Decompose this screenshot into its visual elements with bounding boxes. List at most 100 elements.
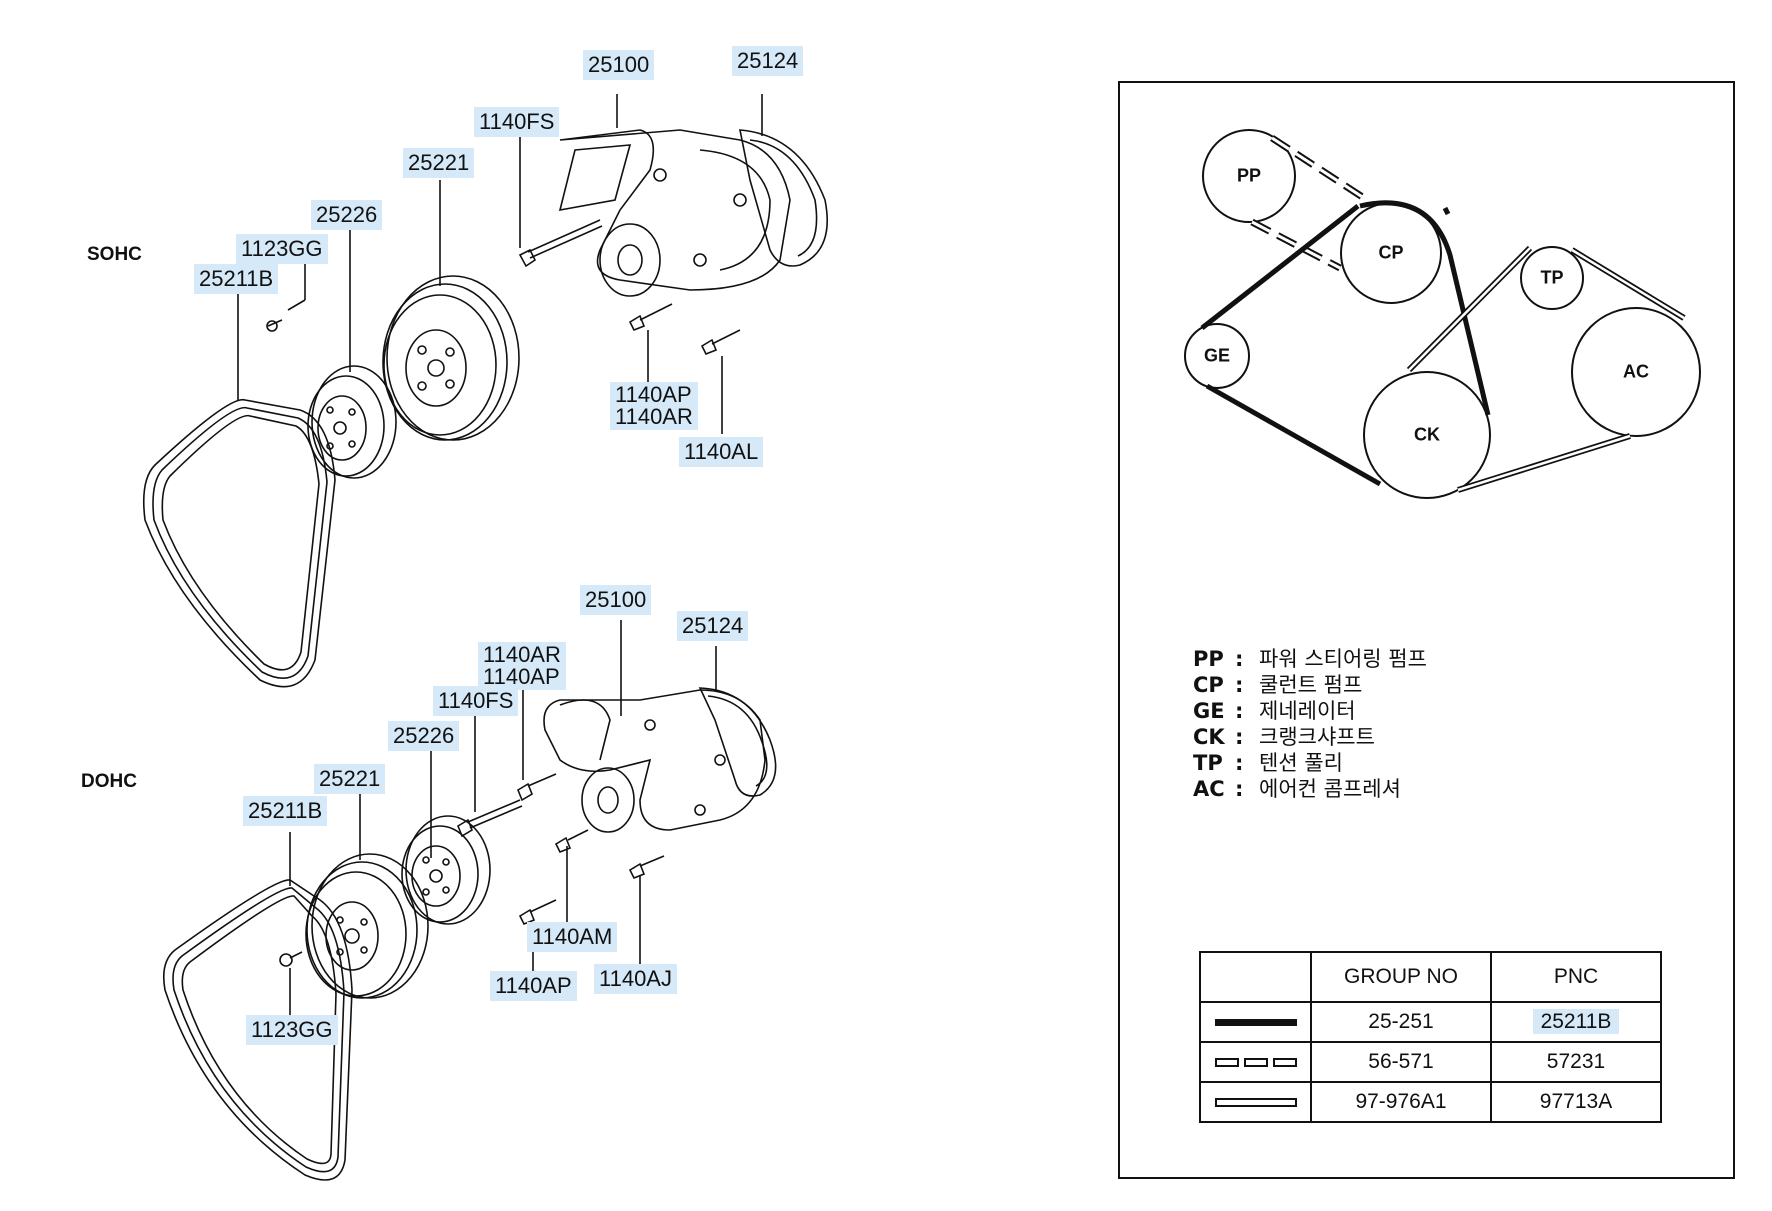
group-no-cell: 56-571 bbox=[1310, 1041, 1492, 1083]
part-label-stack[interactable]: 1140AP 1140AR bbox=[610, 382, 698, 430]
part-label[interactable]: 1140AP bbox=[615, 382, 692, 407]
dohc-long-bolt-1140FS bbox=[457, 799, 523, 838]
dohc-bolts-lower bbox=[518, 829, 665, 926]
part-label[interactable]: 1123GG bbox=[246, 1015, 338, 1045]
abbreviation-name: 크랭크샤프트 bbox=[1259, 725, 1375, 749]
dohc-gasket bbox=[698, 687, 777, 797]
line-symbol-cell bbox=[1199, 1041, 1312, 1083]
sohc-long-bolt-1140FS bbox=[518, 219, 603, 268]
part-label[interactable]: 1140AR bbox=[483, 642, 561, 667]
abbreviation-list: PP : 파워 스티어링 펌프 CP : 쿨런트 펌프 GE : 제네레이터 C… bbox=[1193, 646, 1427, 802]
part-label[interactable]: 1140AJ bbox=[594, 964, 677, 994]
part-label[interactable]: 25226 bbox=[311, 200, 383, 230]
part-label[interactable]: 25226 bbox=[388, 721, 460, 751]
table-header-row: GROUP NO PNC bbox=[1199, 951, 1662, 1003]
pulley-label-ge: GE bbox=[1203, 345, 1231, 366]
sohc-small-pulley bbox=[307, 365, 397, 479]
part-label[interactable]: 25100 bbox=[583, 50, 655, 80]
pnc-cell[interactable]: 25211B bbox=[1490, 1001, 1662, 1043]
table-header bbox=[1199, 951, 1312, 1003]
abbreviation-name: 쿨런트 펌프 bbox=[1259, 673, 1363, 697]
sohc-bolt-1123GG bbox=[266, 319, 283, 332]
section-title-sohc: SOHC bbox=[87, 244, 142, 265]
part-label[interactable]: 1140AP bbox=[483, 664, 560, 689]
dohc-small-pulley bbox=[401, 815, 491, 925]
dohc-water-pump bbox=[543, 689, 766, 833]
abbreviation-name: 에어컨 콤프레셔 bbox=[1259, 777, 1401, 801]
abbreviation-code: PP bbox=[1193, 647, 1224, 671]
abbreviation-separator: : bbox=[1235, 647, 1244, 671]
pulley-label-tp: TP bbox=[1540, 267, 1564, 288]
abbreviation-code: GE bbox=[1193, 699, 1225, 723]
abbreviation-code: CP bbox=[1193, 673, 1224, 697]
abbreviation-code: CK bbox=[1193, 725, 1225, 749]
table-header: GROUP NO bbox=[1310, 951, 1492, 1003]
part-label[interactable]: 25124 bbox=[732, 46, 804, 76]
part-label-stack[interactable]: 1140AR 1140AP bbox=[478, 642, 566, 690]
abbreviation-row: CP : 쿨런트 펌프 bbox=[1193, 672, 1427, 698]
group-no-cell: 25-251 bbox=[1310, 1001, 1492, 1043]
abbreviation-name: 제네레이터 bbox=[1259, 699, 1356, 723]
table-row: 56-571 57231 bbox=[1199, 1041, 1662, 1083]
abbreviation-separator: : bbox=[1235, 673, 1244, 697]
part-label[interactable]: 25221 bbox=[314, 764, 386, 794]
group-no-cell: 97-976A1 bbox=[1310, 1081, 1492, 1123]
part-label[interactable]: 1140AR bbox=[615, 404, 693, 429]
part-label[interactable]: 1140FS bbox=[433, 686, 519, 716]
abbreviation-code: AC bbox=[1193, 777, 1225, 801]
abbreviation-name: 파워 스티어링 펌프 bbox=[1259, 647, 1427, 671]
line-symbol-cell bbox=[1199, 1001, 1312, 1043]
abbreviation-row: PP : 파워 스티어링 펌프 bbox=[1193, 646, 1427, 672]
dohc-large-pulley bbox=[305, 853, 429, 999]
abbreviation-code: TP bbox=[1193, 751, 1223, 775]
part-label[interactable]: 1123GG bbox=[236, 234, 328, 264]
pnc-cell: 97713A bbox=[1490, 1081, 1662, 1123]
belt-routing-diagram bbox=[1184, 129, 1701, 499]
part-label[interactable]: 25100 bbox=[580, 585, 652, 615]
abbreviation-row: GE : 제네레이터 bbox=[1193, 698, 1427, 724]
part-label[interactable]: 1140AM bbox=[527, 922, 618, 952]
sohc-water-pump bbox=[558, 129, 791, 297]
abbreviation-separator: : bbox=[1235, 751, 1244, 775]
dohc-bolt-1123GG bbox=[279, 951, 303, 967]
part-label[interactable]: 25221 bbox=[403, 148, 475, 178]
part-label[interactable]: 1140AP bbox=[490, 971, 577, 1001]
pnc-cell: 57231 bbox=[1490, 1041, 1662, 1083]
pulley-label-ck: CK bbox=[1414, 424, 1440, 445]
part-label[interactable]: 25124 bbox=[677, 611, 749, 641]
part-label[interactable]: 1140AL bbox=[679, 437, 764, 467]
part-label[interactable]: 1140FS bbox=[474, 107, 560, 137]
abbreviation-row: CK : 크랭크샤프트 bbox=[1193, 724, 1427, 750]
dohc-short-bolt-1140AP bbox=[517, 773, 557, 802]
abbreviation-separator: : bbox=[1235, 725, 1244, 749]
abbreviation-separator: : bbox=[1235, 777, 1244, 801]
sohc-belt bbox=[142, 398, 336, 688]
pnc-link[interactable]: 25211B bbox=[1532, 1009, 1620, 1034]
legend-panel bbox=[1118, 81, 1735, 1179]
abbreviation-separator: : bbox=[1235, 699, 1244, 723]
dohc-belt bbox=[162, 879, 353, 1181]
solid-line-symbol bbox=[1214, 1018, 1297, 1026]
table-row: 97-976A1 97713A bbox=[1199, 1081, 1662, 1123]
abbreviation-row: AC : 에어컨 콤프레셔 bbox=[1193, 776, 1427, 802]
section-title-dohc: DOHC bbox=[81, 771, 137, 792]
dashed-line-symbol bbox=[1214, 1057, 1297, 1067]
sohc-leaders bbox=[237, 94, 763, 434]
abbreviation-name: 텐션 풀리 bbox=[1259, 751, 1343, 775]
dohc-leaders bbox=[289, 620, 717, 1016]
pulley-label-ac: AC bbox=[1623, 361, 1649, 382]
group-table: GROUP NO PNC 25-251 25211B 56-571 57231 … bbox=[1199, 951, 1662, 1123]
line-symbol-cell bbox=[1199, 1081, 1312, 1123]
table-header: PNC bbox=[1490, 951, 1662, 1003]
table-row: 25-251 25211B bbox=[1199, 1001, 1662, 1043]
pulley-label-pp: PP bbox=[1236, 165, 1262, 186]
part-label[interactable]: 25211B bbox=[194, 264, 279, 294]
part-label[interactable]: 25211B bbox=[243, 796, 328, 826]
hollow-line-symbol bbox=[1214, 1097, 1297, 1107]
sohc-large-pulley bbox=[382, 275, 520, 441]
abbreviation-row: TP : 텐션 풀리 bbox=[1193, 750, 1427, 776]
sohc-gasket bbox=[739, 129, 828, 267]
sohc-bolts-lower bbox=[628, 303, 741, 356]
